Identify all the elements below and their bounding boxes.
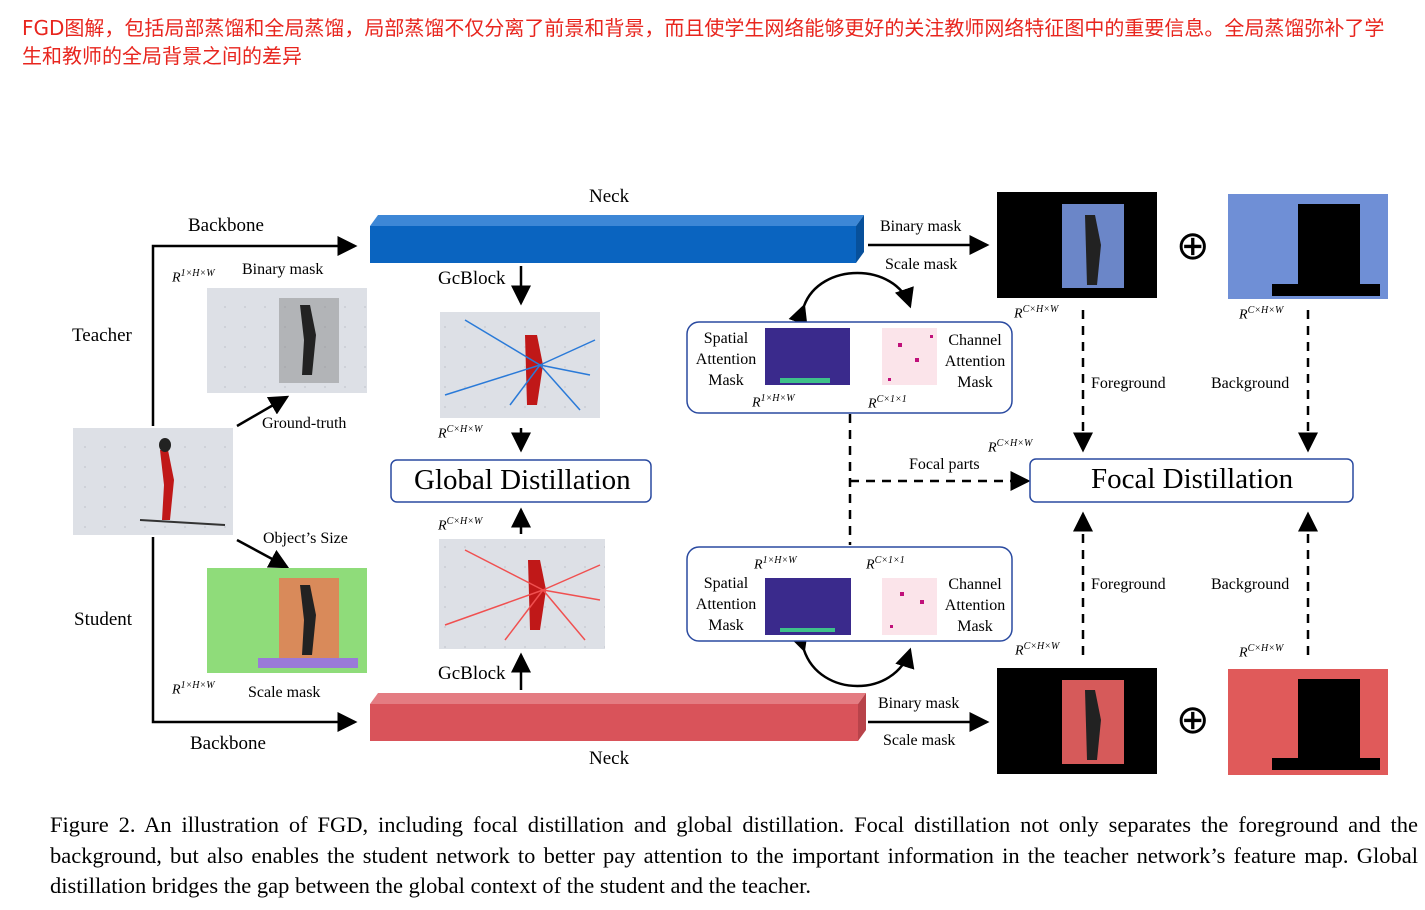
foreground-bottom-label: Foreground [1091,576,1166,593]
gcblock-top-label: GcBlock [438,268,506,289]
teacher-label: Teacher [72,325,132,346]
channel-attention-label-bottom: Channel Attention Mask [944,576,1006,635]
neck-top-label: Neck [589,186,630,207]
foreground-top-label: Foreground [1091,375,1166,392]
objects-size-label: Object’s Size [263,530,348,547]
channel-attention-label-top: Channel Attention Mask [944,332,1006,391]
neck-bottom-label: Neck [589,748,630,769]
rc11-label: RC×1×1 [866,555,905,573]
backbone-bottom-label: Backbone [190,733,266,754]
teacher-foreground-image [997,192,1157,298]
binary-mask-top-label: Binary mask [880,218,962,235]
rchw-label: RC×H×W [1239,305,1284,323]
backbone-top-label: Backbone [188,215,264,236]
oplus-bottom-icon: ⊕ [1176,697,1210,742]
ground-truth-label: Ground-truth [262,415,347,432]
teacher-binary-mask-image [207,288,367,393]
r1hw-label: R1×H×W [754,555,797,573]
binary-mask-left-label: Binary mask [242,261,324,278]
teacher-gcblock-image [440,312,600,418]
background-bottom-label: Background [1211,576,1290,593]
rchw-label: RC×H×W [438,516,483,534]
student-background-image [1228,669,1388,775]
rchw-label: RC×H×W [1014,304,1059,322]
student-gcblock-image [439,539,605,649]
student-scale-mask-image [207,568,367,673]
focal-distillation-box [1029,458,1354,503]
scale-mask-left-label: Scale mask [248,684,321,701]
student-label: Student [74,609,133,630]
scale-mask-top-label: Scale mask [885,256,958,273]
figure-caption: Figure 2. An illustration of FGD, includ… [50,812,1418,898]
student-foreground-image [997,668,1157,774]
rchw-label: RC×H×W [1239,643,1284,661]
header-note: FGD图解，包括局部蒸馏和全局蒸馏，局部蒸馏不仅分离了前景和背景，而且使学生网络… [22,16,1385,68]
oplus-top-icon: ⊕ [1176,223,1210,268]
scale-mask-bottom-label: Scale mask [883,732,956,749]
binary-mask-bottom-label: Binary mask [878,695,960,712]
teacher-neck-bar [370,215,864,263]
rc11-label: RC×1×1 [868,394,907,412]
student-neck-bar [370,693,866,741]
r1hw-label: R1×H×W [172,268,215,286]
focal-distillation-label: Focal Distillation [1091,463,1294,495]
background-top-label: Background [1211,375,1290,392]
r1hw-label: R1×H×W [752,393,795,411]
global-distillation-box [390,459,652,503]
focal-parts-label: Focal parts [909,456,980,473]
rchw-label: RC×H×W [988,438,1033,456]
r1hw-label: R1×H×W [172,680,215,698]
student-spatial-attention-map [765,578,851,635]
global-distillation-label: Global Distillation [414,464,631,496]
spatial-attention-label-bottom: Spatial Attention Mask [695,575,757,634]
teacher-spatial-attention-map [765,328,850,385]
spatial-attention-label-top: Spatial Attention Mask [695,330,757,389]
teacher-channel-attention-map [882,328,937,385]
rchw-label: RC×H×W [438,424,483,442]
gcblock-bottom-label: GcBlock [438,663,506,684]
input-image [73,428,233,535]
rchw-label: RC×H×W [1015,641,1060,659]
teacher-background-image [1228,194,1388,299]
